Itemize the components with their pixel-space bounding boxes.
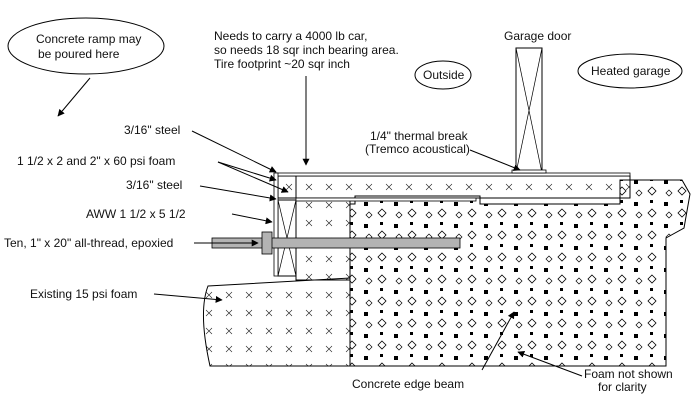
concrete-edge-beam-shape <box>349 179 691 367</box>
thermal-break <box>511 169 547 174</box>
ramp-leader <box>57 77 91 117</box>
outside-label: Outside <box>423 68 465 82</box>
foam-slab <box>295 175 631 199</box>
car-label-line1: Needs to carry a 4000 lb car, <box>214 29 367 43</box>
car-label-line3: Tire footprint ~20 sqr inch <box>214 57 350 71</box>
thermal-leader <box>469 149 521 171</box>
existing-foam-label: Existing 15 psi foam <box>30 287 137 301</box>
steel-top-leader <box>191 130 277 173</box>
outside-oval <box>414 60 472 90</box>
aww-leader <box>231 213 273 225</box>
steel-angle-leg <box>273 172 279 277</box>
edge-beam-leader <box>481 311 515 371</box>
steel-top-plate <box>273 172 631 177</box>
steel-bottom-leader <box>199 185 277 202</box>
foam-note-line1: Foam not shown <box>584 367 673 381</box>
garage-door-label: Garage door <box>504 29 571 43</box>
foam-2x-block <box>277 175 297 199</box>
garage-door-hatch <box>515 47 543 174</box>
allthread-label: Ten, 1" x 20" all-thread, epoxied <box>4 236 173 250</box>
ramp-callout-oval <box>7 17 165 75</box>
edge-beam-label: Concrete edge beam <box>352 377 464 391</box>
aww-label: AWW 1 1/2 x 5 1/2 <box>86 207 186 221</box>
foam-note-leader <box>517 350 583 377</box>
existing-foam-leader <box>153 293 223 303</box>
thermal-label-line2: (Tremco acoustical) <box>365 142 470 156</box>
thermal-label-line1: 1/4" thermal break <box>370 129 469 143</box>
ramp-label-line2: be poured here <box>38 47 120 61</box>
heated-garage-label: Heated garage <box>591 64 671 78</box>
foam-psi-leader-b <box>217 161 289 193</box>
existing-foam-shape <box>203 277 351 367</box>
heated-garage-oval <box>577 53 683 89</box>
steel-bottom-label: 3/16" steel <box>126 178 182 192</box>
foam-psi-leader-a <box>217 161 277 182</box>
foam-psi-label: 1 1/2 x 2 and 2" x 60 psi foam <box>17 154 175 168</box>
steel-top-label: 3/16" steel <box>124 123 180 137</box>
foam-note-line2: for clarity <box>598 380 647 394</box>
steel-mid-plate <box>295 197 477 202</box>
allthread-nut <box>261 231 273 255</box>
ramp-label-line1: Concrete ramp may <box>36 32 141 46</box>
car-label-line2: so needs 18 sqr inch bearing area. <box>214 43 399 57</box>
